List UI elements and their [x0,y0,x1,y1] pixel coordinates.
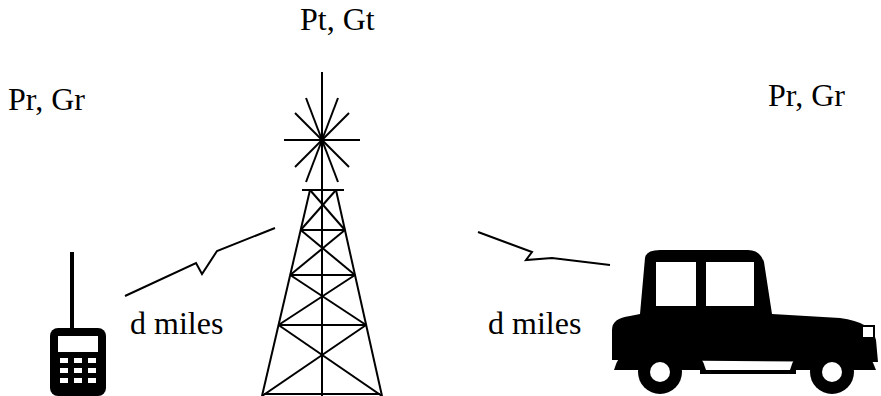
tower [262,190,382,396]
text-label: d miles [130,306,223,341]
cell-phone [50,252,106,396]
text-label: Pt, Gt [300,2,375,37]
text-label: d miles [488,306,581,341]
radio-link [478,232,610,265]
car [612,250,878,394]
radio-link [125,228,275,296]
signal-burst [284,72,360,190]
text-label: Pr, Gr [768,78,845,113]
text-label: Pr, Gr [8,82,85,117]
